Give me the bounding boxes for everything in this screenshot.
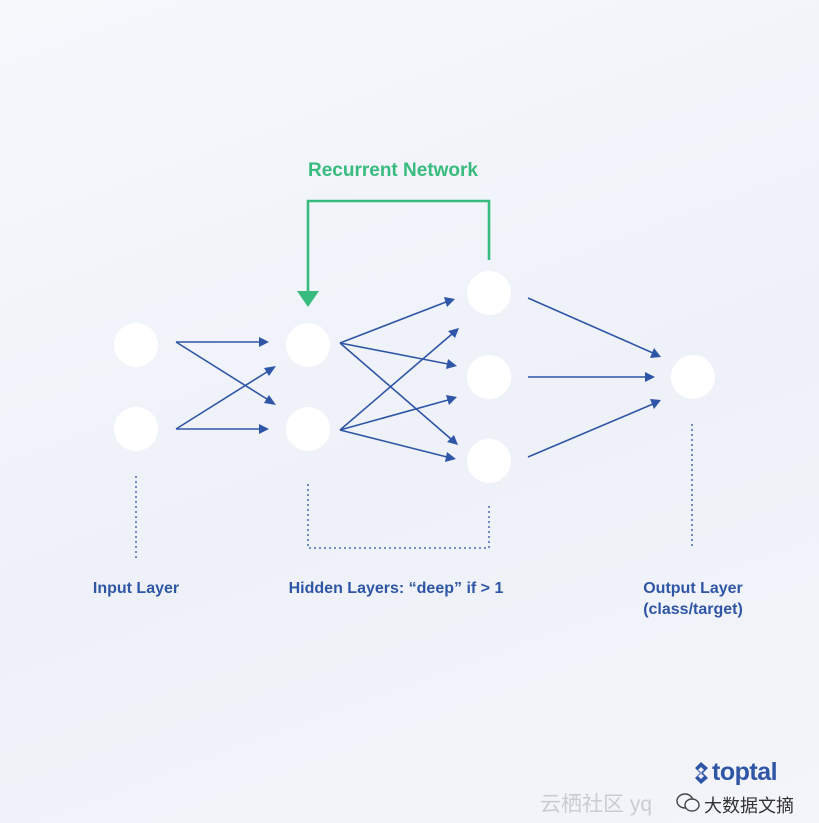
hidden2-node-1 — [467, 271, 511, 315]
edges-hidden-to-hidden — [339, 297, 459, 462]
recurrent-network-label: Recurrent Network — [308, 160, 478, 181]
input-node-1 — [114, 323, 158, 367]
output-layer-label: Output Layer (class/target) — [628, 578, 758, 620]
output-node — [671, 355, 715, 399]
hidden1-node-1 — [286, 323, 330, 367]
recurrent-arrowhead — [297, 291, 319, 307]
input-layer-label: Input Layer — [92, 580, 180, 597]
hidden2-node-2 — [467, 355, 511, 399]
output-layer-title: Output Layer — [643, 580, 743, 597]
input-node-2 — [114, 407, 158, 451]
wechat-icon — [676, 793, 700, 812]
edges-hidden-to-output — [527, 297, 661, 458]
watermark-source: 大数据文摘 — [704, 796, 794, 816]
recurrent-loop-line — [306, 199, 491, 292]
dotted-guides — [135, 424, 693, 558]
edges-input-to-hidden — [175, 337, 276, 434]
toptal-logo-icon — [695, 761, 708, 784]
hidden2-node-3 — [467, 439, 511, 483]
toptal-logo-text: toptal — [712, 758, 778, 786]
hidden1-node-2 — [286, 407, 330, 451]
toptal-logo: toptal — [692, 758, 778, 787]
output-layer-subtitle: (class/target) — [643, 601, 743, 618]
hidden-layers-label: Hidden Layers: “deep” if > 1 — [288, 580, 504, 597]
watermark-text: 云栖社区 yq — [540, 793, 653, 816]
